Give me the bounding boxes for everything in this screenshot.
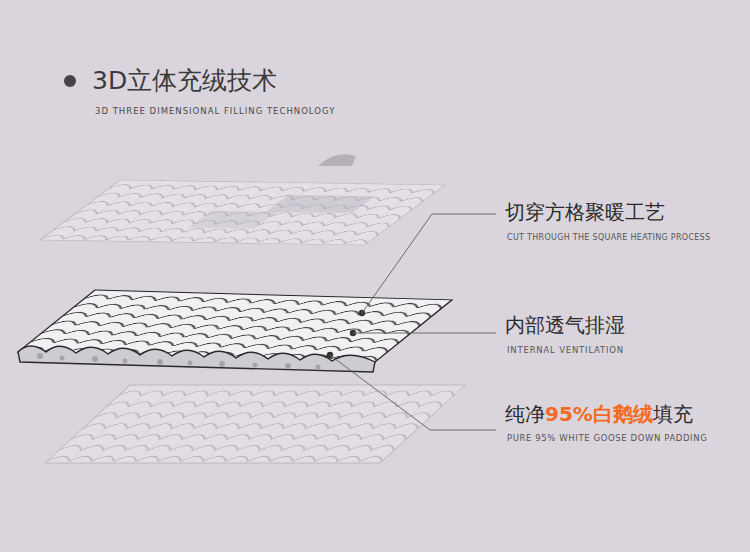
feature-english: INTERNAL VENTILATION: [507, 345, 624, 355]
feature-label: 纯净: [505, 402, 545, 426]
feature-label-line: 纯净95%白鹅绒填充: [505, 402, 693, 426]
leader-line: [353, 333, 496, 334]
feature-english: CUT THROUGH THE SQUARE HEATING PROCESS: [507, 233, 710, 243]
down-puffs: [18, 346, 375, 372]
feature-label: 填充: [653, 402, 693, 426]
feature-label: 切穿方格聚暖工艺: [505, 200, 665, 224]
title: 3D立体充绒技术: [92, 66, 277, 96]
leader-line: [330, 355, 496, 430]
feature-english: PURE 95% WHITE GOOSE DOWN PADDING: [507, 433, 707, 443]
leader-line: [362, 214, 496, 313]
bottom-layer: [45, 385, 465, 463]
fleck: [318, 154, 356, 166]
bullet-dot: [64, 75, 76, 87]
subtitle: 3D THREE DIMENSIONAL FILLING TECHNOLOGY: [95, 106, 335, 116]
feature-label: 内部透气排湿: [505, 313, 625, 337]
feature-label: 95%白鹅绒: [545, 402, 653, 426]
top-layer: [40, 180, 445, 245]
